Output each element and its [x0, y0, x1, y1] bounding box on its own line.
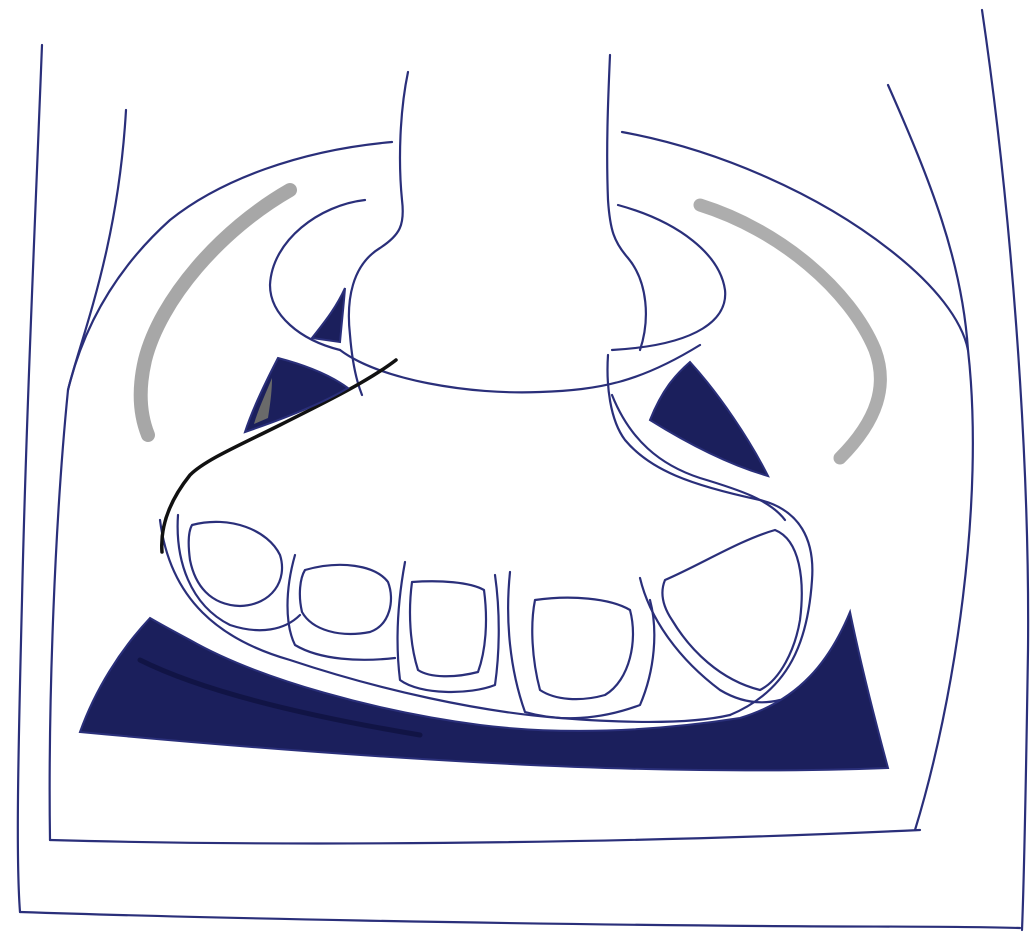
lobe-5 — [662, 530, 801, 690]
lobe-2 — [300, 565, 391, 634]
lobe-5-outer — [640, 578, 780, 702]
lobe-1 — [189, 522, 282, 606]
lobe-4 — [532, 598, 633, 699]
wedge-shadows — [245, 288, 768, 476]
wedge-right — [650, 362, 768, 476]
stem — [349, 55, 646, 395]
wedge-small-left — [312, 288, 345, 342]
outer-frame — [18, 10, 1028, 930]
lobe-3 — [410, 581, 486, 676]
